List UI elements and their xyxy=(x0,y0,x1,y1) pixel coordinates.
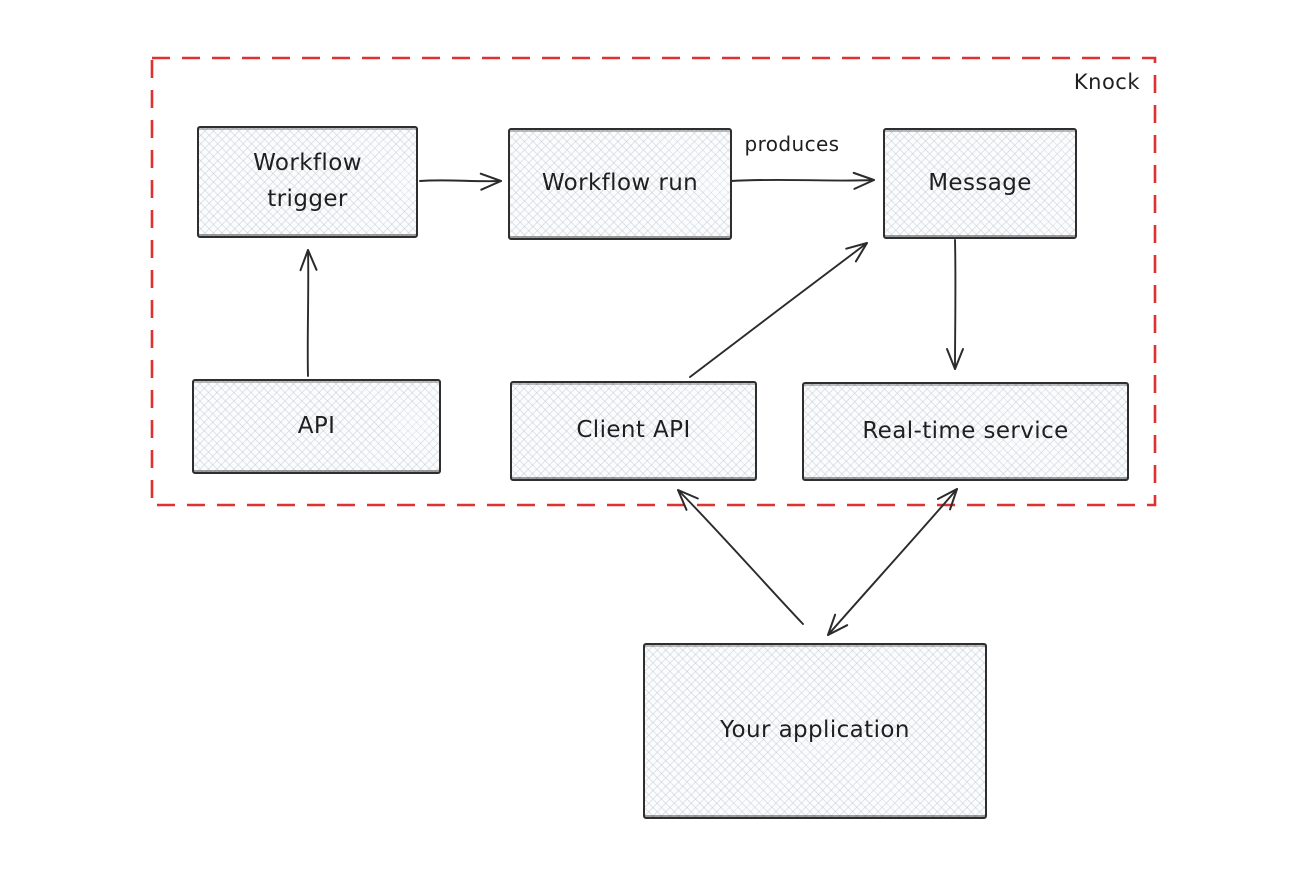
node-client-api: Client API xyxy=(510,381,757,481)
node-real-time-service-label: Real-time service xyxy=(862,417,1069,444)
node-message: Message xyxy=(883,128,1077,239)
arrow-workflow-trigger-to-workflow-run xyxy=(419,172,502,191)
node-your-application: Your application xyxy=(643,643,987,819)
arrow-workflow-run-to-message xyxy=(730,171,875,190)
node-client-api-label: Client API xyxy=(576,417,691,444)
node-workflow-trigger-label: Workflow trigger xyxy=(253,150,362,212)
node-your-application-label: Your application xyxy=(720,717,910,744)
arrow-your-application-to-client-api xyxy=(677,488,804,625)
node-message-label: Message xyxy=(928,169,1032,196)
node-workflow-run: Workflow run xyxy=(508,128,732,240)
arrow-api-to-workflow-trigger xyxy=(299,249,318,377)
node-api-label: API xyxy=(297,412,336,439)
node-real-time-service: Real-time service xyxy=(802,382,1129,481)
arrow-client-api-to-message xyxy=(689,242,868,378)
knock-frame-label: Knock xyxy=(1073,70,1140,94)
node-api: API xyxy=(192,379,441,474)
arrow-real-time-service-your-application-bidirectional xyxy=(827,488,958,636)
node-workflow-run-label: Workflow run xyxy=(541,170,699,197)
node-workflow-trigger: Workflow trigger xyxy=(197,126,418,238)
produces-edge-label: produces xyxy=(744,132,840,156)
